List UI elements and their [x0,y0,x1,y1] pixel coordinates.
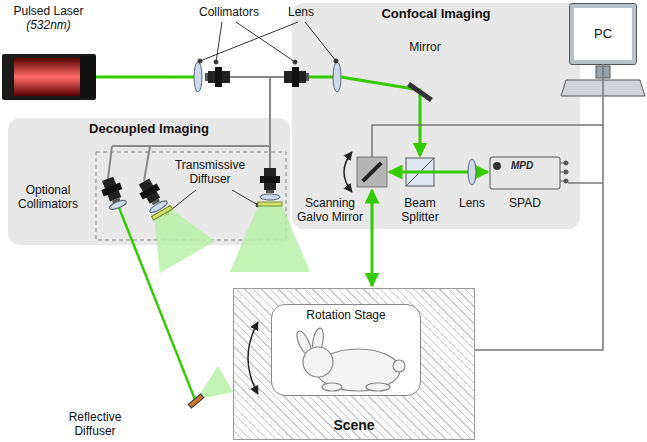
node-title: Confocal Imaging [292,6,580,22]
label-holder: Transmissive Diffuser [169,158,251,187]
laser-beam [96,76,196,79]
spad-logo-mark [493,162,501,170]
part-label: SPAD [500,196,550,210]
node-title: Rotation Stage [272,308,420,322]
part-label: Reflective Diffuser [59,410,131,439]
laser-tube [14,58,80,96]
label-holder: Beam Splitter [392,196,448,225]
part-label: Optional Collimators [10,183,86,212]
laser-cap [80,56,96,98]
part-label: Scanning Galvo Mirror [294,196,366,225]
spad-pins [560,161,568,183]
galvo-housing [357,157,387,187]
laser-body [2,54,96,100]
spad-detector [490,157,560,189]
computer-monitor: PC [570,4,636,64]
label-holder: SPAD [500,196,550,210]
label-holder: Optional Collimators [10,183,86,212]
part-label: Mirror [400,40,450,54]
label-holder: Lens [281,5,321,19]
reflective-diffuser [188,394,203,408]
part-label: Lens [281,5,321,19]
part-label: Collimators [189,5,269,19]
lens-symbol [194,62,202,92]
label-holder: Reflective Diffuser [59,410,131,439]
laser-source: Pulsed Laser(532nm) [0,4,97,33]
control-wire [475,64,603,350]
label-holder: Scanning Galvo Mirror [294,196,366,225]
part-label: MPD [502,160,542,172]
galvo-mirror [361,161,382,182]
node-title: PC [594,26,612,42]
lens-symbol [468,159,476,185]
part-label: Beam Splitter [392,196,448,225]
bunny-model [294,327,405,391]
node-title: Scene [333,417,374,434]
node-subtitle: (532nm) [0,18,97,32]
label-holder: Mirror [400,40,450,54]
laser-beam [309,76,333,79]
label-holder: Collimators [189,5,269,19]
lens-symbol [333,62,341,92]
collimator-symbol [284,67,309,87]
collimator-assembly [98,175,204,404]
node-title: Decoupled Imaging [8,121,290,137]
part-label: Transmissive Diffuser [169,158,251,187]
imaging-panel: Confocal Imaging [292,3,580,229]
label-holder: MPD [502,160,542,172]
leader-lines [165,22,338,215]
laser-beam [341,77,420,156]
mirror-symbol [407,82,433,102]
rotation-arrow [248,322,258,394]
node-title: Pulsed Laser [0,4,97,18]
label-holder: Lens [452,196,492,210]
rotation-arrow [344,152,352,192]
laser-beam [371,190,374,286]
collimator-symbol [205,67,230,87]
part-label: Lens [452,196,492,210]
